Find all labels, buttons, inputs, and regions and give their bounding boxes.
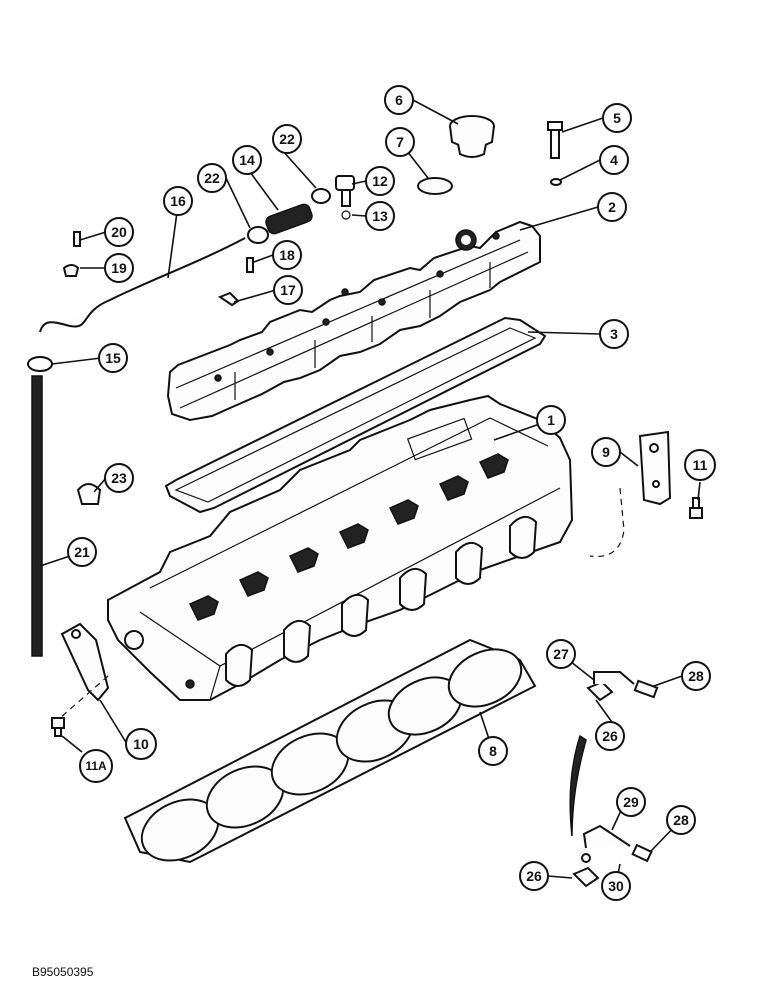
svg-text:15: 15 — [105, 350, 121, 366]
callout-29: 29 — [616, 787, 646, 817]
svg-text:5: 5 — [613, 110, 621, 126]
breather-filter — [265, 203, 313, 235]
fitting-upper — [586, 671, 659, 702]
svg-text:23: 23 — [111, 470, 127, 486]
cylinder-head — [107, 394, 574, 701]
figure-code: B95050395 — [32, 965, 94, 979]
svg-text:16: 16 — [170, 193, 186, 209]
clip-bracket — [217, 291, 240, 307]
callout-15: 15 — [98, 343, 128, 373]
svg-text:20: 20 — [111, 224, 127, 240]
cover-gasket — [164, 316, 547, 514]
oil-filler-cap — [449, 115, 495, 158]
svg-text:30: 30 — [608, 878, 624, 894]
callout-6: 6 — [384, 85, 414, 115]
callout-5: 5 — [602, 103, 632, 133]
filler-seal — [417, 177, 453, 195]
callout-26-upper: 26 — [595, 721, 625, 751]
svg-text:10: 10 — [133, 736, 149, 752]
valve-cover — [166, 220, 541, 422]
svg-text:22: 22 — [279, 131, 295, 147]
lifting-bracket-rear — [638, 430, 672, 506]
callout-10: 10 — [125, 728, 157, 760]
leader-lines — [39, 99, 701, 885]
breather-elbow — [335, 175, 355, 207]
svg-text:28: 28 — [673, 812, 689, 828]
svg-text:27: 27 — [553, 646, 569, 662]
svg-text:6: 6 — [395, 92, 403, 108]
svg-text:22: 22 — [204, 170, 220, 186]
hose-clamp — [311, 188, 331, 204]
callout-14: 14 — [232, 145, 262, 175]
callout-12: 12 — [365, 166, 395, 196]
callout-27: 27 — [546, 639, 576, 669]
clip-bolt — [73, 231, 81, 247]
callout-20: 20 — [104, 217, 134, 247]
callout-4: 4 — [599, 145, 629, 175]
svg-text:29: 29 — [623, 794, 639, 810]
lifting-bracket-front — [60, 622, 110, 702]
svg-text:3: 3 — [610, 326, 618, 342]
o-ring — [341, 210, 351, 220]
bolt-washer — [550, 178, 562, 186]
hose-clamp-2 — [247, 226, 269, 244]
svg-text:19: 19 — [111, 260, 127, 276]
callout-30: 30 — [601, 871, 631, 901]
bracket-bolt-front — [51, 717, 65, 737]
fitting-lower — [572, 824, 653, 888]
tube-clip — [76, 483, 102, 505]
svg-text:12: 12 — [372, 173, 388, 189]
clip-screw — [246, 257, 254, 273]
callout-19: 19 — [104, 253, 134, 283]
svg-text:7: 7 — [396, 134, 404, 150]
svg-text:26: 26 — [526, 868, 542, 884]
tube-guide-curve — [569, 734, 587, 837]
vent-tube — [31, 375, 43, 657]
svg-text:2: 2 — [608, 199, 616, 215]
svg-text:21: 21 — [74, 544, 90, 560]
svg-text:26: 26 — [602, 728, 618, 744]
cover-bolt — [547, 121, 563, 159]
svg-text:14: 14 — [239, 152, 255, 168]
callout-11a: 11A — [79, 749, 113, 783]
callout-28-upper: 28 — [681, 661, 711, 691]
callout-16: 16 — [163, 186, 193, 216]
callout-8: 8 — [478, 736, 508, 766]
callout-9: 9 — [591, 437, 621, 467]
callout-2: 2 — [597, 192, 627, 222]
bracket-bolt-rear — [689, 497, 703, 519]
callout-23: 23 — [104, 463, 134, 493]
callout-3: 3 — [599, 319, 629, 349]
callout-17: 17 — [273, 275, 303, 305]
svg-text:28: 28 — [688, 668, 704, 684]
svg-text:17: 17 — [280, 282, 296, 298]
svg-text:8: 8 — [489, 743, 497, 759]
callout-7: 7 — [385, 127, 415, 157]
svg-text:9: 9 — [602, 444, 610, 460]
callout-28-lower: 28 — [666, 805, 696, 835]
svg-text:4: 4 — [610, 152, 618, 168]
head-gasket — [123, 638, 537, 864]
hose-clip — [62, 264, 80, 277]
callout-21: 21 — [67, 537, 97, 567]
callout-22-right: 22 — [272, 124, 302, 154]
tube-clamp — [27, 356, 53, 372]
callout-18: 18 — [272, 240, 302, 270]
svg-text:1: 1 — [547, 412, 555, 428]
callout-13: 13 — [365, 201, 395, 231]
callout-26-lower: 26 — [519, 861, 549, 891]
callout-11: 11 — [684, 449, 716, 481]
svg-text:11: 11 — [693, 457, 708, 473]
svg-text:11A: 11A — [85, 759, 107, 773]
svg-text:13: 13 — [372, 208, 388, 224]
callout-1: 1 — [536, 405, 566, 435]
callout-22-left: 22 — [197, 163, 227, 193]
svg-text:18: 18 — [279, 247, 295, 263]
